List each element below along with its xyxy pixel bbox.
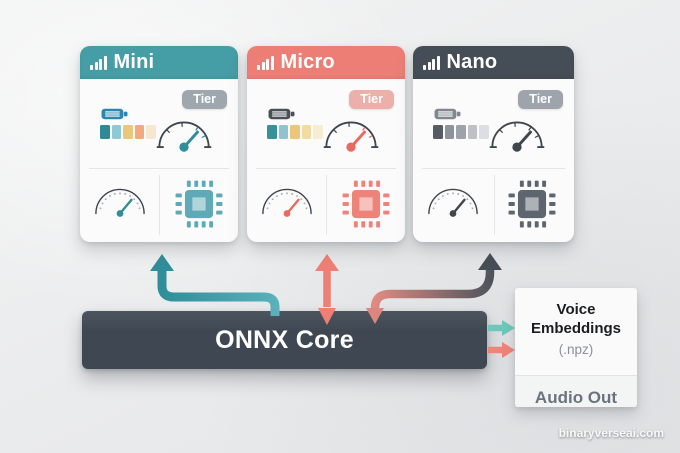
swatch [467,125,477,139]
card-body: Tier [80,79,238,242]
swatch [479,125,489,139]
arrowhead-down-icon [318,308,336,325]
card-header: Mini [80,46,238,79]
swatch [134,125,144,139]
onnx-core-label: ONNX Core [215,325,354,354]
gauge-icon [323,121,379,152]
swatch [278,125,288,139]
arrowhead-down-icon [366,308,384,324]
swatch [146,125,156,139]
output-box: Voice Embeddings (.npz) Audio Out [515,288,637,407]
arrowhead-right-icon [502,320,515,336]
swatch [433,125,443,139]
swatch [313,125,323,139]
gauge-icon [95,188,145,217]
divider [515,375,637,376]
swatch [301,125,311,139]
color-scale [267,125,323,139]
bar-chart-icon [423,55,440,70]
swatch [123,125,133,139]
voice-embeddings-section: Voice Embeddings (.npz) [515,288,637,375]
swatch [290,125,300,139]
swatch [444,125,454,139]
battery-icon [101,108,128,120]
gauge-icon [428,188,478,217]
npz-format-label: (.npz) [558,341,594,357]
watermark: binaryverseai.com [558,426,664,440]
gauge-icon [262,188,312,217]
color-scale [100,125,156,139]
swatch [267,125,277,139]
arrow-core-to-mini [150,254,280,316]
card-body: Tier [247,79,405,242]
chip-icon [508,180,556,228]
color-scale [433,125,489,139]
arrow-core-to-embeddings [488,320,515,336]
divider [89,168,229,169]
divider [493,175,495,235]
card-body: Tier [413,79,574,242]
swatch [111,125,121,139]
tier-badge: Tier [182,90,227,109]
card-title: Mini [113,51,155,73]
divider [422,168,565,169]
gauge-icon [489,121,545,152]
card-header: Micro [247,46,405,79]
bar-chart-icon [257,55,274,70]
audio-out-label: Audio Out [515,376,637,407]
model-card-mini: Mini Tier [80,46,238,242]
chip-icon [175,180,223,228]
arrow-core-to-audio [488,342,515,358]
tier-badge: Tier [518,90,563,109]
arrowhead-up-icon [315,254,339,271]
arrow-core-to-micro [315,254,339,325]
card-title: Nano [446,51,498,73]
swatch [456,125,466,139]
voice-embeddings-label: Voice Embeddings [530,301,621,337]
model-card-micro: Micro Tier [247,46,405,242]
battery-icon [268,108,295,120]
arrowhead-right-icon [502,342,515,358]
chip-icon [342,180,390,228]
model-card-nano: Nano Tier [413,46,574,242]
arrowhead-up-icon [478,253,502,270]
tier-badge: Tier [349,90,394,109]
card-title: Micro [280,51,335,73]
gauge-icon [156,121,212,152]
bar-chart-icon [90,55,107,70]
divider [256,168,396,169]
card-header: Nano [413,46,574,79]
swatch [100,125,110,139]
onnx-core-box: ONNX Core [82,311,487,369]
arrowhead-up-icon [150,254,174,271]
divider [159,175,160,235]
arrow-core-to-nano [366,253,502,324]
divider [326,175,327,235]
battery-icon [434,108,461,120]
